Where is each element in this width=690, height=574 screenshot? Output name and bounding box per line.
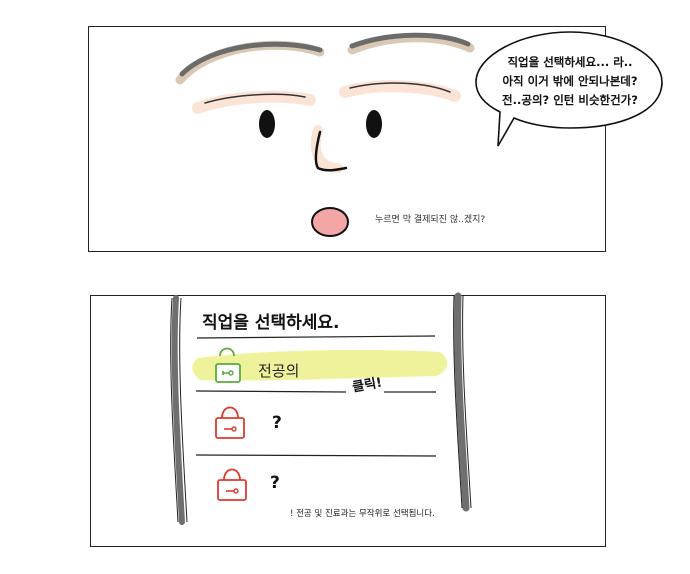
job-select-title: 직업을 선택하세요. bbox=[202, 313, 340, 333]
left-pillar bbox=[171, 295, 185, 525]
speech-line-1: 직업을 선택하세요... 라.. bbox=[507, 55, 633, 69]
left-eye bbox=[259, 110, 275, 138]
speech-line-3: 전..공의? 인턴 비슷한건가? bbox=[502, 93, 638, 107]
row-divider-2 bbox=[195, 454, 437, 457]
job-option-locked-2[interactable]: ? bbox=[270, 473, 280, 493]
left-pillar-outline bbox=[170, 297, 188, 523]
speech-bubble-text: 직업을 선택하세요... 라.. 아직 이거 밖에 안되나본데? 전..공의? … bbox=[480, 53, 660, 110]
job-option-locked-1[interactable]: ? bbox=[272, 413, 282, 433]
speech-line-2: 아직 이거 밖에 안되나본데? bbox=[502, 74, 638, 88]
unlocked-lock-icon bbox=[215, 347, 241, 383]
left-eyebrow-line bbox=[179, 41, 323, 77]
option-highlight bbox=[192, 350, 448, 381]
right-pillar-outline bbox=[453, 295, 472, 509]
speech-bubble bbox=[475, 31, 663, 147]
selection-notice: ! 전공 및 진료과는 무작위로 선택됩니다. bbox=[290, 509, 435, 519]
nose-shadow bbox=[310, 125, 343, 173]
mouth bbox=[311, 207, 349, 237]
row-divider-1 bbox=[195, 390, 347, 393]
right-eyelid-shadow bbox=[339, 80, 461, 102]
locked-lock-icon-2 bbox=[217, 468, 247, 501]
right-eyebrow-line bbox=[349, 32, 471, 49]
job-option-resident[interactable]: 전공의 bbox=[258, 362, 300, 380]
right-eyebrow bbox=[347, 33, 475, 55]
left-eyelid-shadow bbox=[192, 90, 316, 114]
title-divider bbox=[196, 335, 436, 339]
right-eye bbox=[366, 110, 382, 138]
right-pillar bbox=[454, 292, 470, 512]
locked-lock-icon-1 bbox=[215, 406, 245, 439]
nose bbox=[314, 130, 348, 172]
right-eyelid bbox=[349, 82, 451, 93]
mumble-text: 누르면 막 결제되진 않..겠지? bbox=[375, 215, 486, 225]
left-eyelid bbox=[204, 93, 306, 104]
